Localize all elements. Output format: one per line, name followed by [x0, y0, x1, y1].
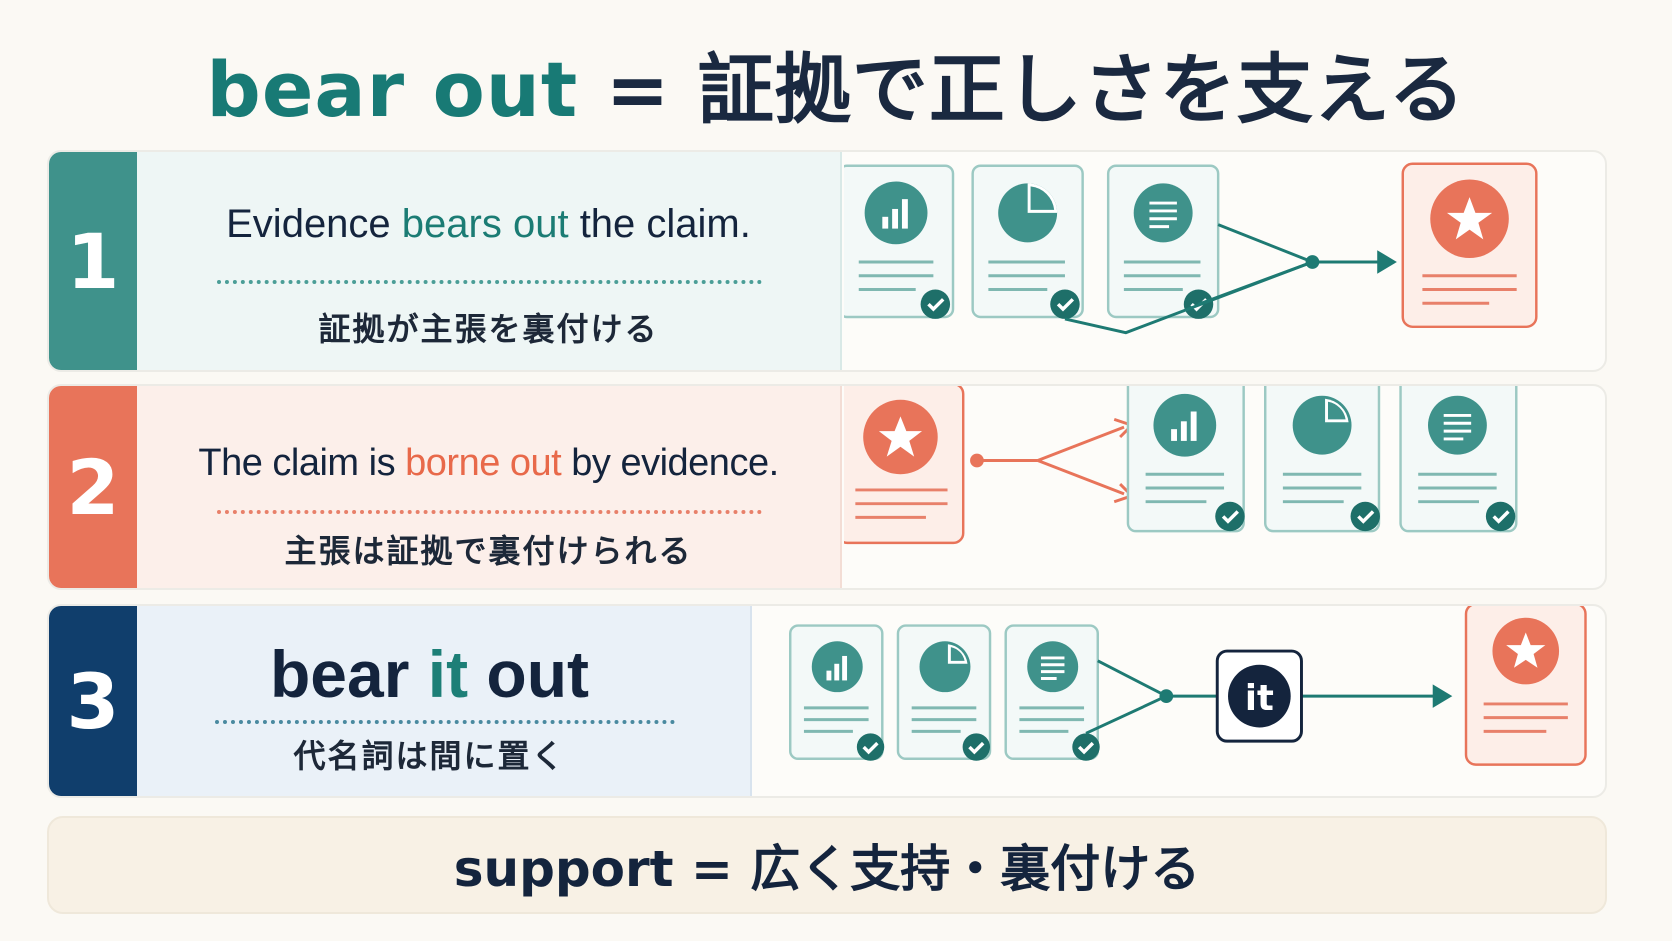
example-row-3: 3 bear it out 代名詞は間に置く: [47, 604, 1607, 798]
row-1-text-panel: Evidence bears out the claim. 証拠が主張を裏付ける: [137, 152, 842, 370]
sentence-part: the claim.: [568, 202, 751, 246]
row-1-diagram: [844, 162, 1538, 335]
sentence-part: Evidence: [226, 202, 402, 246]
sentence-part: by evidence.: [561, 442, 779, 484]
title-keyword: bear out: [206, 45, 579, 134]
evidence-doc-text: [1004, 624, 1100, 761]
evidence-doc-text: [1399, 386, 1518, 533]
evidence-doc-pie-chart: [896, 624, 992, 761]
check-icon: [856, 733, 885, 761]
check-icon: [1072, 733, 1100, 761]
evidence-doc-pie-chart: [1264, 386, 1381, 533]
phrase-part: out: [468, 637, 590, 711]
row-2-diagram: [844, 386, 1518, 545]
claim-doc: [1401, 162, 1538, 329]
dotted-divider: [217, 280, 762, 284]
star-icon: [1430, 179, 1509, 259]
star-icon: [1492, 617, 1560, 685]
row-1-english-sentence: Evidence bears out the claim.: [137, 202, 840, 247]
row-3-text-panel: bear it out 代名詞は間に置く: [137, 606, 752, 796]
check-icon: [1485, 501, 1516, 532]
check-icon: [1350, 501, 1380, 532]
phrase-pronoun: it: [427, 637, 469, 711]
title-meaning: = 証拠で正しさを支える: [578, 45, 1466, 134]
check-icon: [1215, 501, 1245, 532]
evidence-doc-pie-chart: [971, 164, 1084, 319]
example-row-2: 2 The claim is borne out by evidence. 主張…: [47, 384, 1607, 590]
sentence-keyword: bears out: [401, 202, 569, 246]
check-icon: [1050, 289, 1080, 319]
converging-arrows: [1064, 223, 1397, 335]
sentence-part: The claim is: [198, 442, 406, 484]
footer-note: support = 広く支持・裏付ける: [47, 816, 1607, 914]
star-icon: [863, 399, 938, 475]
row-3-diagram: it: [789, 606, 1587, 766]
evidence-doc-bar-chart: [1126, 386, 1245, 533]
pronoun-it-box: it: [1215, 649, 1303, 743]
row-1-japanese-translation: 証拠が主張を裏付ける: [318, 310, 659, 348]
claim-doc: [1464, 606, 1587, 766]
diverging-arrows: [970, 417, 1135, 504]
evidence-doc-bar-chart: [844, 164, 955, 319]
check-icon: [920, 289, 951, 319]
row-2-japanese-translation: 主張は証拠で裏付けられる: [284, 532, 693, 570]
row-2-text-panel: The claim is borne out by evidence. 主張は証…: [137, 386, 842, 588]
row-number-3: 3: [49, 606, 137, 796]
evidence-doc-bar-chart: [789, 624, 885, 761]
claim-doc: [844, 386, 965, 545]
dotted-divider: [215, 720, 675, 724]
page-title: bear out = 証拠で正しさを支える: [0, 28, 1672, 138]
row-2-english-sentence: The claim is borne out by evidence.: [137, 442, 840, 485]
example-row-1: 1 Evidence bears out the claim. 証拠が主張を裏付…: [47, 150, 1607, 372]
row-number-1: 1: [49, 152, 137, 370]
evidence-doc-text: [1106, 164, 1220, 319]
row-3-phrase: bear it out: [123, 636, 736, 712]
dotted-divider: [217, 510, 762, 514]
sentence-keyword: borne out: [405, 442, 562, 484]
pronoun-label: it: [1245, 678, 1274, 719]
row-number-2: 2: [49, 386, 137, 588]
row-3-japanese-note: 代名詞は間に置く: [293, 737, 566, 775]
phrase-part: bear: [269, 637, 428, 711]
check-icon: [962, 733, 991, 761]
converging-arrows: [1085, 659, 1453, 735]
